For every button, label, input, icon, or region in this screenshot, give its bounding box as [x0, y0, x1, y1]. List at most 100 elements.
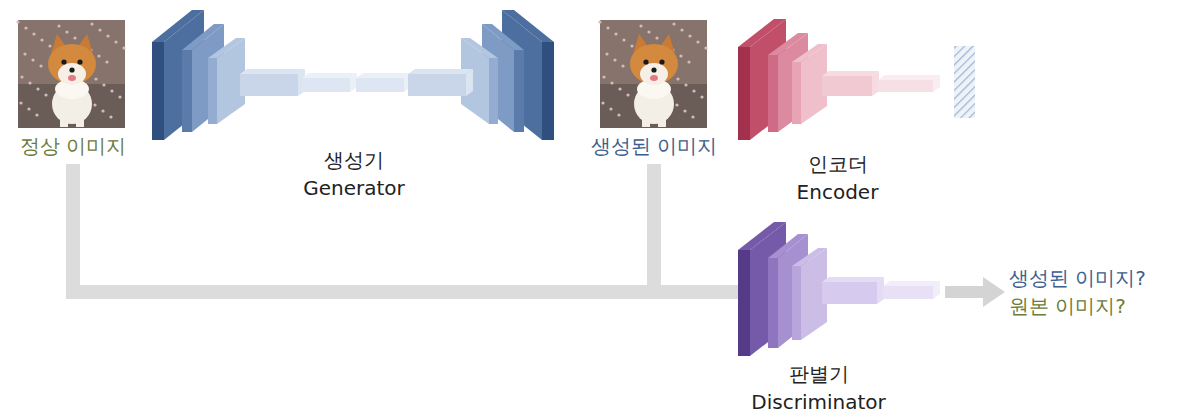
bar-side — [872, 71, 879, 96]
petal — [98, 28, 101, 31]
petal — [94, 77, 97, 80]
bar-front — [822, 76, 872, 96]
dog-photo — [598, 20, 707, 128]
layer-front — [152, 42, 164, 140]
petal — [93, 103, 96, 106]
layer-top — [738, 222, 786, 250]
bar-front — [408, 74, 466, 96]
petal — [602, 75, 605, 78]
petal — [40, 38, 43, 41]
layer-front — [208, 58, 217, 124]
output-arrow — [945, 286, 983, 298]
petal — [90, 22, 93, 25]
encoder-network: 인코더 Encoder — [735, 28, 940, 208]
layer-front — [738, 250, 750, 356]
petal — [639, 24, 642, 27]
petal — [97, 54, 100, 57]
bar-front — [878, 80, 933, 92]
layer-front — [514, 50, 524, 132]
node-label: 인코더 Encoder — [783, 150, 893, 206]
layer-top — [792, 44, 827, 62]
petal — [683, 109, 686, 112]
bar-side — [350, 73, 357, 92]
bar-front — [356, 78, 404, 92]
petal — [32, 32, 35, 35]
petal — [696, 40, 699, 43]
petal — [118, 95, 121, 98]
bar-top — [883, 281, 940, 286]
layer-top — [461, 38, 498, 58]
petal — [106, 34, 109, 37]
layer-front — [542, 42, 554, 140]
dog-leg — [60, 112, 68, 127]
petal — [48, 44, 51, 47]
dog-muzzle — [640, 63, 668, 85]
bar-top — [356, 73, 411, 78]
petal — [20, 75, 23, 78]
discriminator-network: 판별기 Discriminator — [738, 222, 945, 416]
node-label: 생성된 이미지? — [1009, 264, 1146, 292]
bar-side — [466, 69, 473, 96]
dog-eye — [61, 59, 66, 64]
layer-top — [768, 33, 808, 55]
latent-vector — [954, 46, 975, 118]
petal — [31, 58, 34, 61]
dog-eye — [77, 59, 82, 64]
bar-top — [240, 69, 305, 74]
bar-front — [302, 78, 350, 92]
petal — [44, 93, 47, 96]
dog-photo — [16, 20, 125, 128]
dog-head — [630, 44, 678, 84]
petal — [65, 30, 68, 33]
petal — [655, 36, 658, 39]
petal — [110, 89, 113, 92]
bar-side — [933, 281, 940, 299]
petal — [28, 81, 31, 84]
petal — [704, 46, 707, 49]
layer-front — [738, 47, 750, 140]
petal — [598, 20, 601, 23]
layer-top — [502, 10, 554, 42]
generator-decoder-layers — [356, 10, 554, 140]
petal — [16, 20, 19, 23]
layer-top — [182, 24, 224, 50]
dog-nose — [651, 67, 656, 72]
node-label-line: 원본 이미지? — [1009, 292, 1126, 320]
petal — [691, 115, 694, 118]
petal — [647, 30, 650, 33]
bar-side — [933, 75, 940, 92]
dog-head — [48, 44, 96, 84]
petal — [610, 81, 613, 84]
bar-top — [878, 75, 940, 80]
output-question: 생성된 이미지?원본 이미지? — [1005, 262, 1177, 322]
petal — [692, 89, 695, 92]
petal — [679, 54, 682, 57]
node-label: 생성기 Generator — [289, 146, 419, 202]
input-image: 정상 이미지 — [8, 18, 138, 164]
dog-eye — [659, 59, 664, 64]
petal — [122, 46, 125, 49]
bar-top — [822, 71, 879, 76]
petal — [102, 83, 105, 86]
generator-encoder-layers — [152, 10, 357, 140]
bar-front — [822, 282, 877, 304]
petal — [101, 109, 104, 112]
layer-front — [489, 58, 498, 124]
dog-tongue — [650, 75, 658, 81]
petal — [73, 36, 76, 39]
generated-image: 생성된 이미지 — [578, 18, 730, 164]
signal-line — [654, 164, 738, 292]
petal — [613, 58, 616, 61]
dog-eye — [643, 59, 648, 64]
petal — [27, 107, 30, 110]
layer-top — [768, 234, 808, 258]
petal — [700, 95, 703, 98]
bar-top — [822, 277, 884, 282]
node-label: 정상 이미지 — [20, 132, 126, 160]
petal — [57, 24, 60, 27]
petal — [114, 40, 117, 43]
petal — [684, 83, 687, 86]
node-label: 생성된 이미지 — [591, 132, 717, 160]
petal — [36, 87, 39, 90]
